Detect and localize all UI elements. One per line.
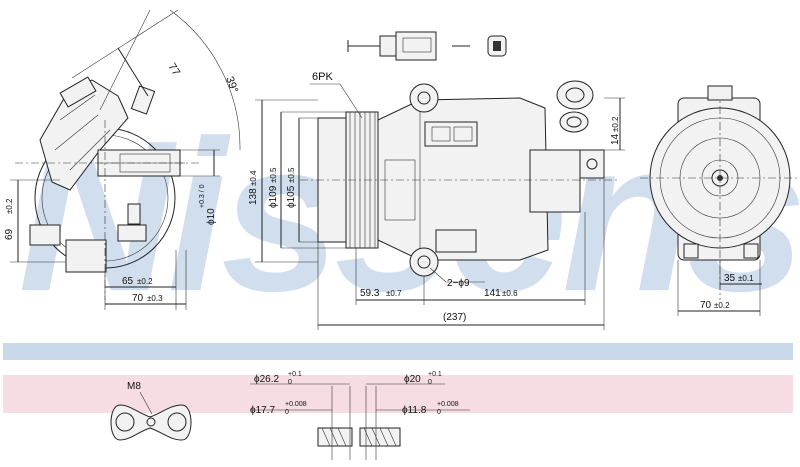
len-b-label: 141 — [484, 288, 501, 299]
width-outer-tol: ±0.3 — [147, 294, 163, 303]
fit-d4-tol-low: 0 — [437, 409, 441, 416]
dia-pulley-2-tol: ±0.5 — [287, 167, 296, 183]
connector-detail — [347, 31, 507, 61]
len-total-label: (237) — [443, 312, 466, 323]
fit-d1-tol-low: 0 — [288, 379, 292, 386]
dia-pulley-1-label: ϕ109 — [268, 185, 279, 208]
pink-band — [3, 375, 793, 413]
angle-length-label: 77 — [165, 61, 182, 78]
right-offset-label: 35 — [724, 273, 736, 284]
fittings-detail: M8 ϕ26.2 +0.1 0 ϕ17.7 +0.008 0 ϕ20 +0.1 … — [110, 371, 470, 460]
fit-d4-label: ϕ11.8 — [402, 405, 427, 416]
holes-label: 2−ϕ9 — [447, 278, 470, 289]
side-view: 6PK 138 ±0.4 ϕ109 ±0.5 ϕ105 ±0.5 14 ±0.2… — [248, 71, 625, 330]
fit-d1-label: ϕ26.2 — [254, 374, 280, 385]
fit-d3-tol-low: 0 — [428, 379, 432, 386]
angle-degree-label: 39° — [223, 75, 240, 95]
dia-pulley-1-tol: ±0.5 — [269, 167, 278, 183]
width-inner-tol: ±0.2 — [137, 277, 153, 286]
width-outer-label: 70 — [132, 293, 144, 304]
fit-d1-tol-up: +0.1 — [288, 371, 302, 378]
dia-overall-label: 138 — [248, 188, 259, 205]
fit-d2-tol-low: 0 — [285, 409, 289, 416]
belt-label: 6PK — [312, 71, 333, 83]
len-a-label: 59.3 — [360, 288, 380, 299]
len-a-tol: ±0.7 — [386, 289, 402, 298]
shaft-dia-tol: +0.3 / 0 — [199, 184, 206, 208]
width-inner-label: 65 — [122, 276, 134, 287]
fit-d3-label: ϕ20 — [404, 374, 421, 385]
height-tol: ±0.2 — [5, 198, 14, 214]
right-view: 70 ±0.2 35 ±0.1 — [640, 85, 800, 316]
thread-label: M8 — [127, 381, 141, 392]
len-b-tol: ±0.6 — [502, 289, 518, 298]
port-offset-label: 14 — [610, 133, 621, 145]
fit-d3-tol-up: +0.1 — [428, 371, 442, 378]
dia-pulley-2-label: ϕ105 — [286, 185, 297, 208]
right-offset-tol: ±0.1 — [738, 274, 754, 283]
left-view: 77 39° ϕ10 +0.3 / 0 69 ±0.2 65 ±0.2 70 ±… — [4, 9, 241, 310]
height-label: 69 — [4, 228, 15, 240]
fit-d4-tol-up: +0.008 — [437, 401, 459, 408]
blue-band — [3, 343, 793, 360]
shaft-dia-label: ϕ10 — [206, 208, 217, 225]
dia-overall-tol: ±0.4 — [249, 170, 258, 186]
fit-d2-tol-up: +0.008 — [285, 401, 307, 408]
right-width-tol: ±0.2 — [714, 301, 730, 310]
port-offset-tol: ±0.2 — [611, 116, 620, 132]
fit-d2-label: ϕ17.7 — [250, 405, 276, 416]
right-width-label: 70 — [700, 300, 712, 311]
